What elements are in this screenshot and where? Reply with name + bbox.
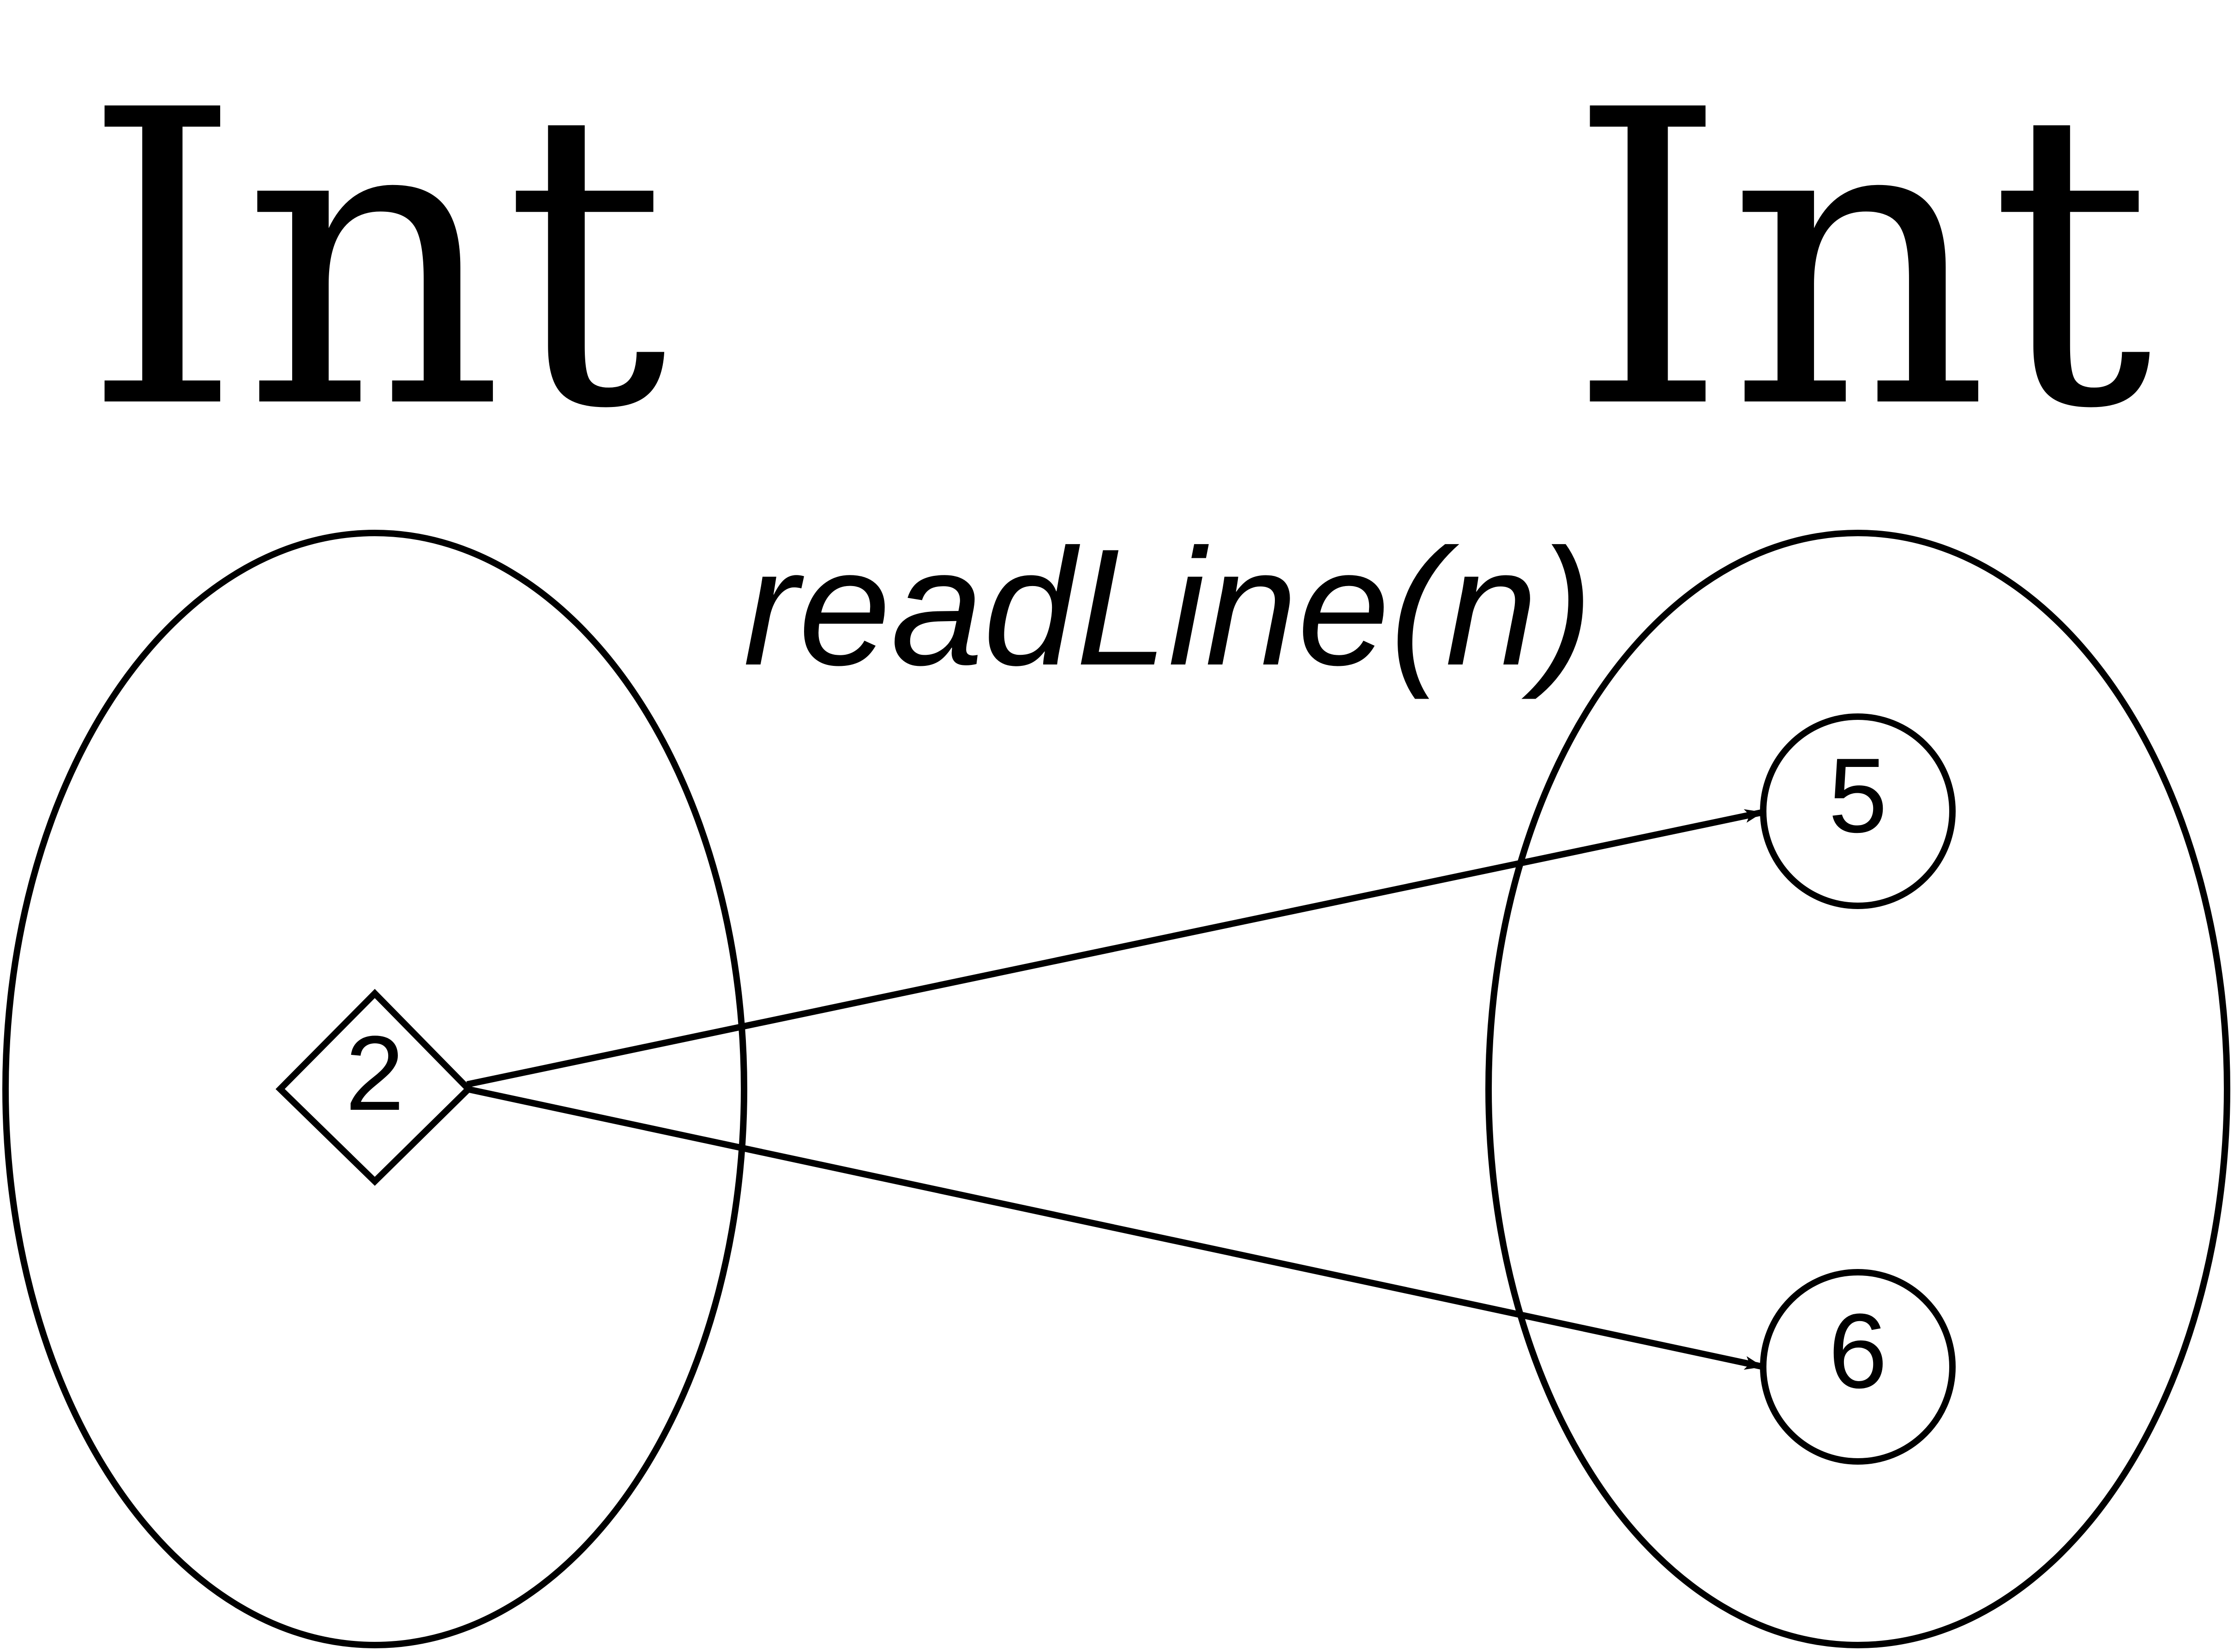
- arrow-to-5: [466, 809, 1764, 1088]
- circle-icon: [1760, 1269, 1956, 1465]
- output-element-label-5: 5: [1828, 736, 1887, 855]
- output-element-label-6: 6: [1828, 1292, 1887, 1410]
- arrow-to-6: [466, 1086, 1764, 1370]
- left-set-title: Int: [82, 24, 669, 497]
- input-element-label: 2: [345, 1014, 404, 1132]
- diamond-icon: [276, 989, 473, 1186]
- left-set-ellipse: [2, 530, 747, 1648]
- circle-icon: [1760, 713, 1956, 909]
- right-set-ellipse: [1485, 530, 2230, 1648]
- right-set-title: Int: [1567, 24, 2155, 497]
- function-label: readLine(n): [743, 515, 1593, 701]
